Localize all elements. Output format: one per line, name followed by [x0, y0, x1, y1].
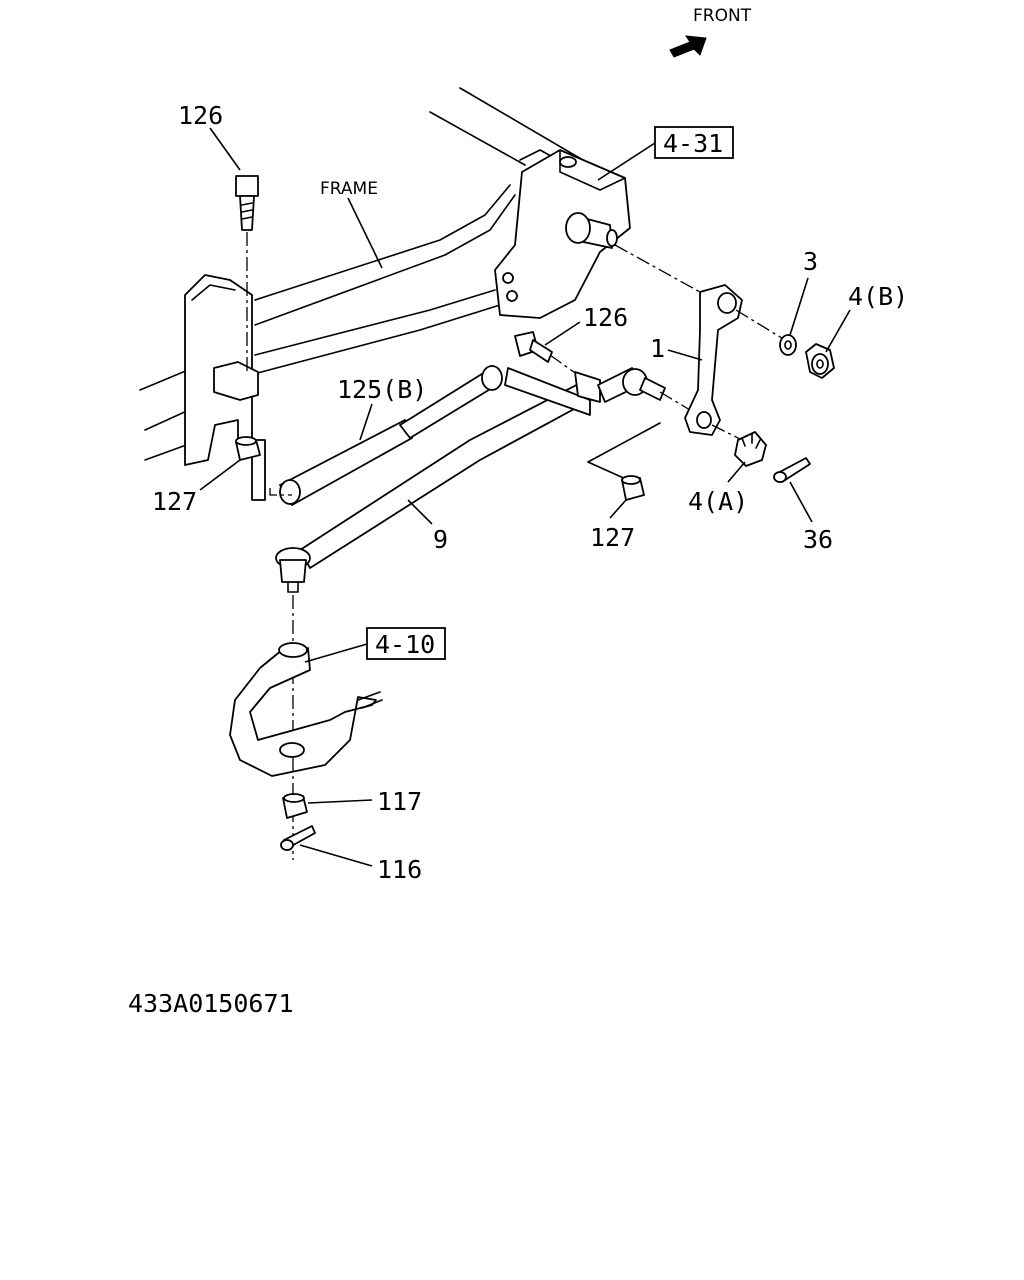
leader-116: [299, 844, 373, 867]
washer: [779, 334, 797, 356]
drag-link: [275, 367, 666, 593]
cotter-pin-right: [773, 457, 811, 483]
leader-9: [407, 499, 433, 525]
ref-box-gear: [654, 126, 734, 159]
leader-4a: [727, 461, 746, 483]
castle-nut: [282, 793, 308, 819]
bolt-top: [235, 175, 259, 231]
ref-knuckle-leader: [304, 643, 368, 663]
leader-1: [667, 349, 703, 361]
leader-126-top: [209, 127, 241, 171]
nut-b: [805, 343, 835, 379]
frame-label: FRAME: [320, 179, 378, 199]
nut-mid: [621, 475, 645, 501]
nut-left: [235, 436, 261, 461]
leader-36: [789, 481, 813, 523]
callout-126-top: 126: [178, 101, 223, 130]
ref-gear-leader: [597, 142, 656, 181]
ref-knuckle: 4-10: [375, 630, 435, 659]
callout-116: 116: [377, 855, 422, 884]
leader-125b: [359, 403, 373, 441]
front-label: FRONT: [693, 6, 752, 26]
leader-127-mid: [609, 499, 627, 519]
leader-4b: [825, 309, 851, 353]
steering-gear-box: [494, 149, 631, 319]
drag-link-axis: [659, 391, 691, 411]
drag-link-edge: [587, 422, 661, 463]
steering-damper: [279, 365, 503, 506]
arrow-right-icon: [669, 35, 707, 58]
cotter-pin-bottom: [280, 825, 316, 851]
callout-1: 1: [650, 334, 665, 363]
frame-leader: [347, 197, 383, 269]
frame-rail: [139, 87, 601, 461]
callout-126-mid: 126: [583, 303, 628, 332]
callout-127-mid: 127: [590, 523, 635, 552]
ref-box-knuckle: [366, 627, 446, 660]
callout-125b: 125(B): [337, 375, 427, 404]
callout-3: 3: [803, 247, 818, 276]
knuckle-arm: [229, 642, 383, 777]
damper-axis: [269, 488, 292, 496]
gear-to-arm-axis: [614, 244, 701, 293]
callout-36: 36: [803, 525, 833, 554]
leader-3: [789, 277, 809, 336]
frame-bracket: [184, 274, 266, 501]
nut-a: [734, 431, 767, 467]
figure-id: 433A0150671: [128, 989, 294, 1018]
arm-to-washer-axis: [735, 309, 786, 341]
callout-117: 117: [377, 787, 422, 816]
drag-link-edge-2: [587, 461, 629, 481]
leader-117: [307, 799, 373, 804]
bolt-mid: [514, 331, 553, 363]
ref-gear-box: 4-31: [663, 129, 723, 158]
leader-126-mid: [544, 321, 581, 346]
callout-127-left: 127: [152, 487, 197, 516]
callout-4b: 4(B): [848, 282, 908, 311]
callout-9: 9: [433, 525, 448, 554]
pitman-arm: [684, 284, 743, 436]
arm-to-nut-axis: [711, 424, 743, 441]
leader-127-left: [199, 459, 241, 491]
callout-4a: 4(A): [688, 487, 748, 516]
